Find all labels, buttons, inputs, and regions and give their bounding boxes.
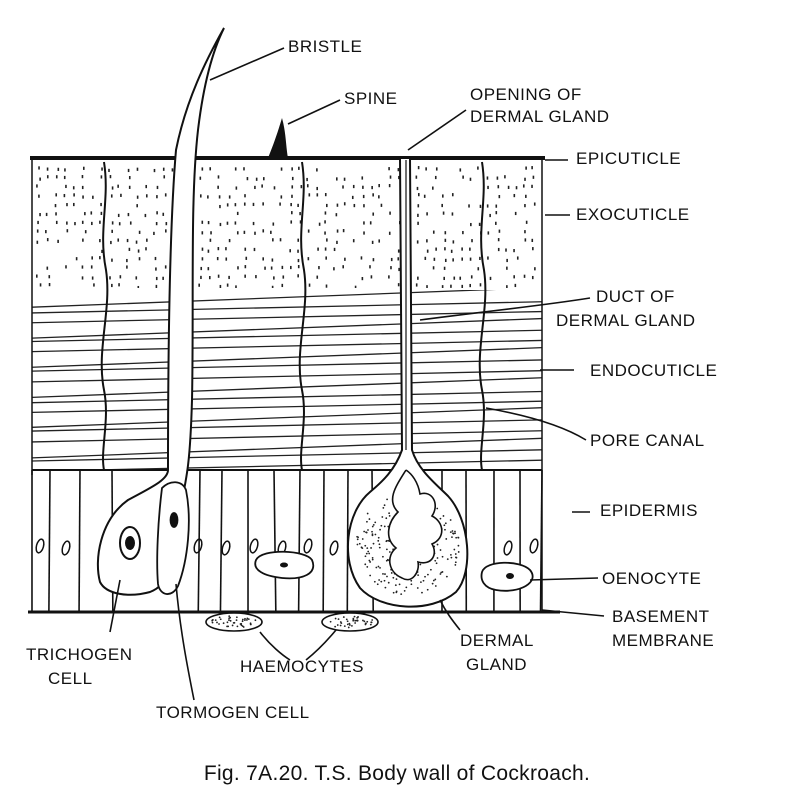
label-trichogen-line1: TRICHOGEN <box>26 644 133 666</box>
label-endocuticle: ENDOCUTICLE <box>590 360 717 382</box>
oenocyte-cell <box>482 563 533 591</box>
label-opening-line2: DERMAL GLAND <box>470 106 610 128</box>
label-epicuticle: EPICUTICLE <box>576 148 681 170</box>
haemocyte-epidermal <box>255 552 313 579</box>
label-tormogen: TORMOGEN CELL <box>156 702 310 724</box>
label-oenocyte: OENOCYTE <box>602 568 701 590</box>
endocuticle-layer <box>32 288 542 472</box>
label-dermal-gland-line1: DERMAL <box>460 630 534 652</box>
label-spine: SPINE <box>344 88 398 110</box>
label-duct-line1: DUCT OF <box>596 286 675 308</box>
label-dermal-gland-line2: GLAND <box>466 654 527 676</box>
pore-canals <box>102 162 486 470</box>
label-opening-line1: OPENING OF <box>470 84 582 106</box>
haemocytes-below-membrane <box>206 613 378 631</box>
label-pore-canal: PORE CANAL <box>590 430 705 452</box>
label-haemocytes: HAEMOCYTES <box>240 656 364 678</box>
label-bristle: BRISTLE <box>288 36 362 58</box>
label-duct-line2: DERMAL GLAND <box>556 310 696 332</box>
label-basement-line2: MEMBRANE <box>612 630 714 652</box>
label-epidermis: EPIDERMIS <box>600 500 698 522</box>
spine <box>268 118 288 158</box>
label-trichogen-line2: CELL <box>48 668 93 690</box>
figure-caption: Fig. 7A.20. T.S. Body wall of Cockroach. <box>0 762 794 786</box>
exocuticle-layer <box>36 166 536 289</box>
tormogen-cell <box>157 482 189 594</box>
label-basement-line1: BASEMENT <box>612 606 710 628</box>
label-exocuticle: EXOCUTICLE <box>576 204 690 226</box>
